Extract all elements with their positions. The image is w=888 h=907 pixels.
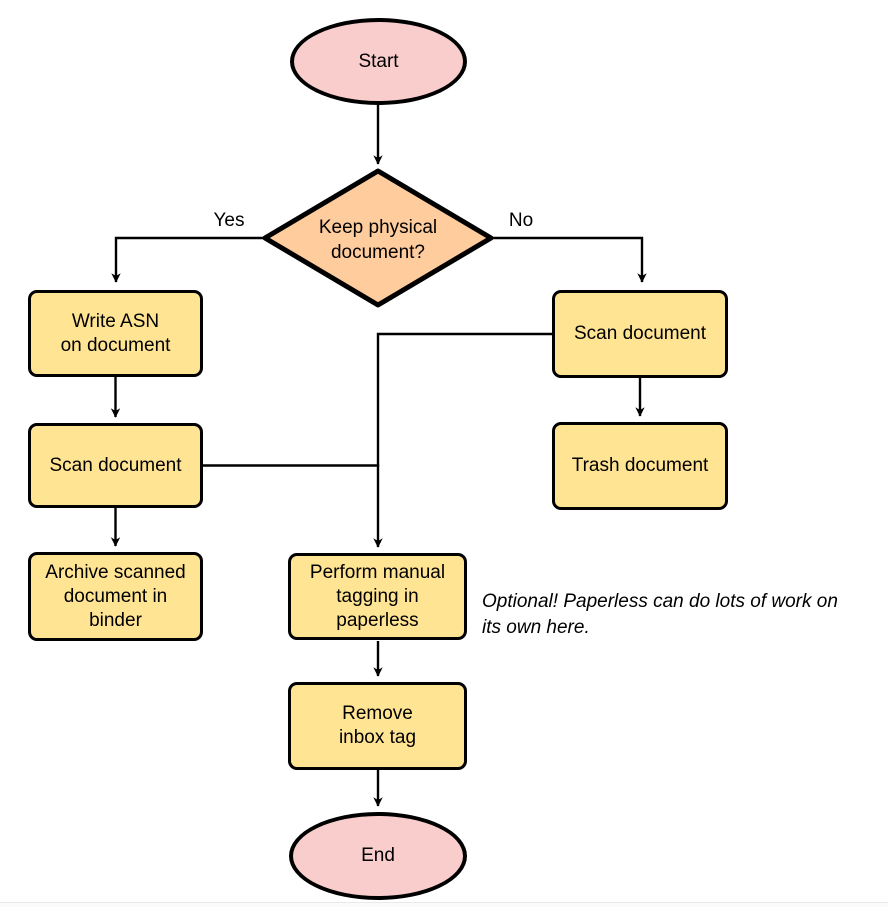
- edge-decision-no-to-scan-right: [492, 236, 647, 283]
- process-node-scan-document-left: Scan document: [28, 423, 203, 508]
- process-node-perform-manual-tagging-label: Perform manual tagging in paperless: [309, 561, 446, 631]
- edge-label-yes: Yes: [213, 210, 245, 231]
- edge-label-no: No: [508, 210, 534, 231]
- end-node-label: End: [361, 845, 395, 866]
- process-node-remove-inbox-tag: Remove inbox tag: [288, 682, 467, 770]
- process-node-write-asn-label: Write ASN on document: [60, 310, 171, 356]
- process-node-trash-document-label: Trash document: [571, 455, 709, 476]
- decision-diamond-shape: [262, 168, 494, 308]
- process-node-archive-in-binder: Archive scanned document in binder: [28, 552, 203, 641]
- process-node-perform-manual-tagging: Perform manual tagging in paperless: [288, 553, 467, 640]
- process-node-scan-document-right: Scan document: [552, 290, 728, 378]
- start-node-label: Start: [358, 50, 399, 72]
- process-node-write-asn: Write ASN on document: [28, 290, 203, 377]
- edge-scan-right-to-perform-tagging: [373, 332, 552, 548]
- process-node-trash-document: Trash document: [552, 422, 728, 510]
- end-node: End: [289, 812, 467, 900]
- page-bottom-divider: [0, 902, 888, 907]
- edge-decision-yes-to-write-asn: [111, 236, 264, 283]
- start-node: Start: [290, 18, 467, 105]
- decision-node-label: Keep physical document?: [318, 217, 438, 263]
- optional-annotation-text: Optional! Paperless can do lots of work …: [482, 591, 838, 638]
- process-node-archive-in-binder-label: Archive scanned document in binder: [45, 561, 186, 631]
- process-node-remove-inbox-tag-label: Remove inbox tag: [338, 703, 417, 748]
- process-node-scan-document-left-label: Scan document: [49, 454, 182, 476]
- process-node-scan-document-right-label: Scan document: [573, 323, 707, 344]
